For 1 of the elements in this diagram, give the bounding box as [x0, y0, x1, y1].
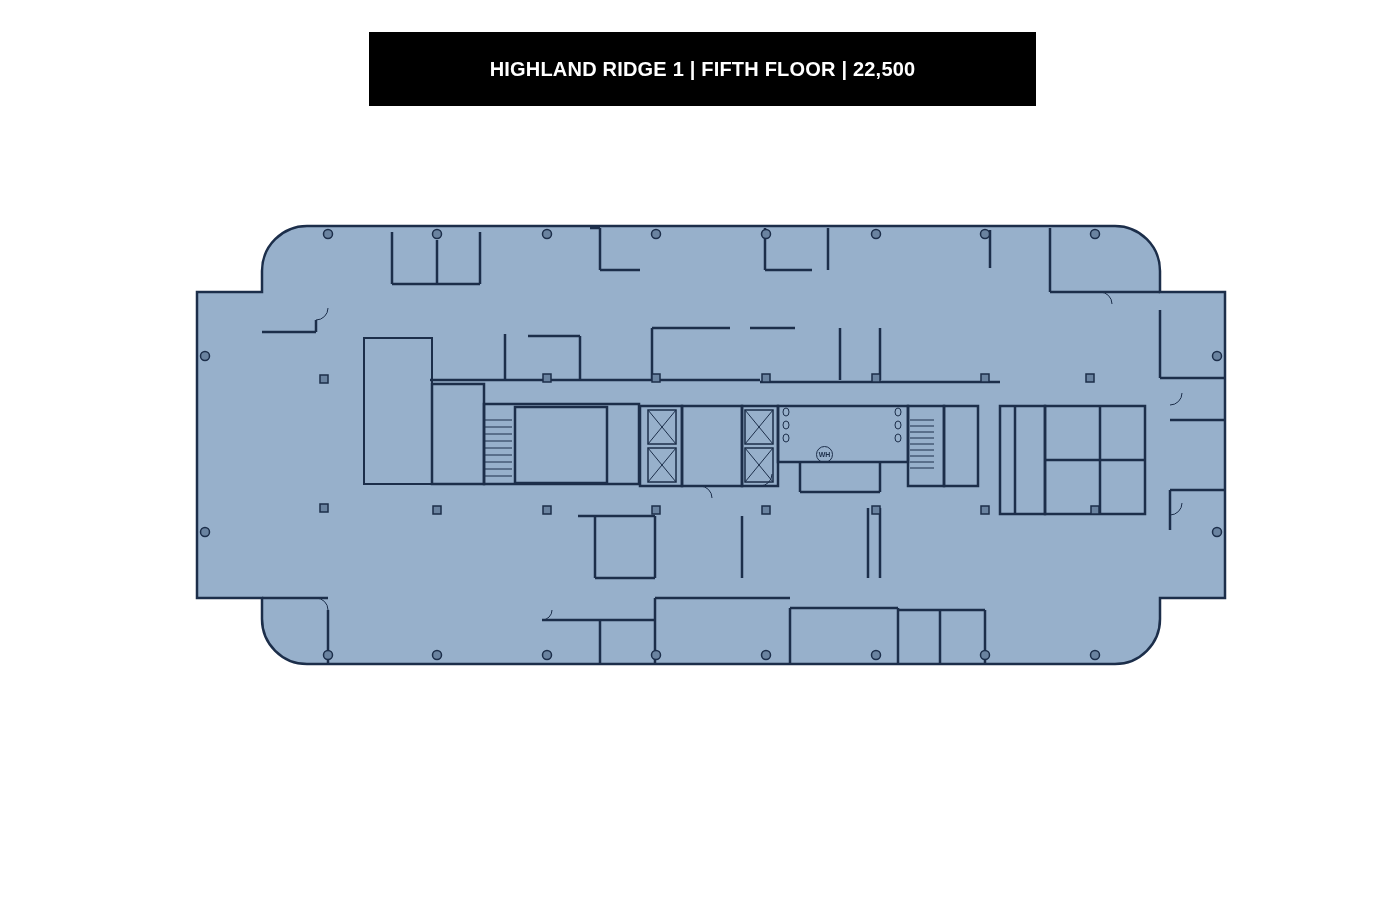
- title-banner: HIGHLAND RIDGE 1 | FIFTH FLOOR | 22,500: [369, 32, 1036, 106]
